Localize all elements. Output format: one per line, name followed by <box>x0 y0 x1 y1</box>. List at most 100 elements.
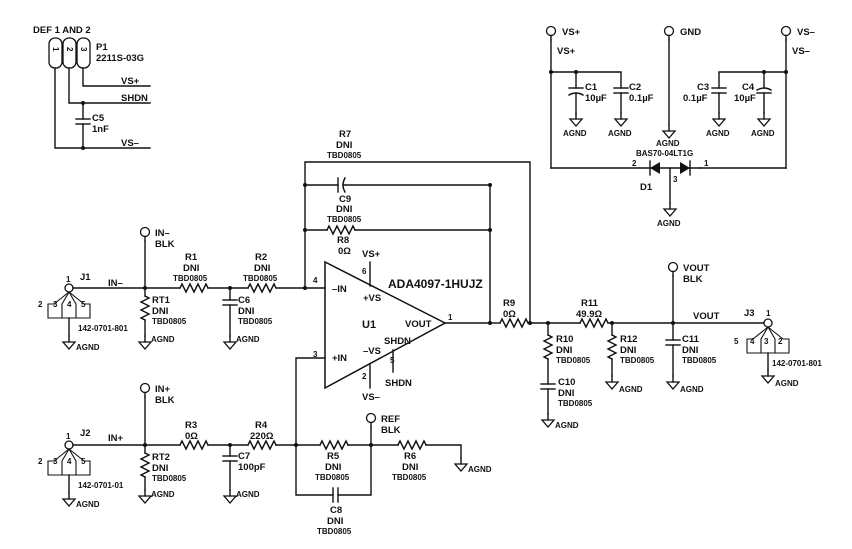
in-minus-blk: BLK <box>155 239 175 250</box>
c4-plate-top <box>756 87 772 91</box>
r4-ref: R4 <box>255 420 268 431</box>
in-minus-test-point <box>139 226 151 242</box>
r3-value: 0Ω <box>185 431 198 442</box>
c5-value: 1nF <box>92 124 109 135</box>
c10-agnd: AGND <box>555 421 579 430</box>
c3-ref: C3 <box>697 82 709 93</box>
r12-ref: R12 <box>620 334 637 345</box>
r3-ref: R3 <box>185 420 197 431</box>
vsp-test-point <box>545 25 557 41</box>
opamp-vsm-label: VS– <box>362 392 380 403</box>
rt2-agnd: AGND <box>151 490 175 499</box>
opamp-triangle <box>324 260 447 390</box>
c11-ref: C11 <box>682 334 700 345</box>
r5-value: DNI <box>325 462 341 473</box>
rt2-ref: RT2 <box>152 452 170 463</box>
r5-ref: R5 <box>327 451 340 462</box>
j1-pin2: 2 <box>38 300 43 309</box>
j2-pin3: 3 <box>53 457 58 466</box>
r6-package: TBD0805 <box>392 473 427 482</box>
j3-connector <box>763 318 773 328</box>
rt1-value: DNI <box>152 306 168 317</box>
r12-value: DNI <box>620 345 636 356</box>
r10-resistor <box>542 334 554 360</box>
r12-agnd: AGND <box>619 385 643 394</box>
c7-ref: C7 <box>238 451 250 462</box>
j2-connector <box>64 440 74 450</box>
rt2-value: DNI <box>152 463 168 474</box>
c8-package: TBD0805 <box>317 527 352 536</box>
vout-tp-label: VOUT <box>683 263 710 274</box>
def-label: DEF 1 AND 2 <box>33 25 91 36</box>
c1-value: 10µF <box>585 93 607 104</box>
junction-dot <box>762 70 766 74</box>
d1-ref: D1 <box>640 182 653 193</box>
r7-value: DNI <box>336 140 352 151</box>
p1-part: 2211S-03G <box>96 53 144 64</box>
c6-agnd: AGND <box>236 335 260 344</box>
r11-resistor <box>579 317 609 329</box>
d1-diode-a <box>650 162 660 174</box>
j2-pin5: 5 <box>81 457 86 466</box>
opamp-shdn-label: SHDN <box>385 378 412 389</box>
c11-value: DNI <box>682 345 698 356</box>
r11-value: 49.9Ω <box>576 309 602 320</box>
in-minus-net: IN– <box>108 278 123 289</box>
gnd-agnd: AGND <box>656 139 680 148</box>
shdn-pin-label: SHDN <box>384 336 411 347</box>
r12-package: TBD0805 <box>620 356 655 365</box>
r1-resistor <box>179 282 209 294</box>
p1-pin3: 3 <box>79 47 88 52</box>
p1-ref: P1 <box>96 42 108 53</box>
r12-resistor <box>606 334 618 360</box>
r9-resistor <box>499 317 529 329</box>
in-plus-test-point <box>139 382 151 398</box>
junction-dot <box>574 70 578 74</box>
c9-value: DNI <box>336 204 352 215</box>
c6-package: TBD0805 <box>238 317 273 326</box>
r3-resistor <box>179 439 209 451</box>
j2-ref: J2 <box>80 428 91 439</box>
r7-package: TBD0805 <box>327 151 362 160</box>
d1-agnd: AGND <box>657 219 681 228</box>
j3-pin5: 5 <box>734 337 739 346</box>
rt1-agnd: AGND <box>151 335 175 344</box>
supply-section: VS+ VS+ GND VS– VS– C1 10µF AGND C2 0.1µ… <box>545 25 815 228</box>
r6-value: DNI <box>402 462 418 473</box>
r2-package: TBD0805 <box>243 274 278 283</box>
p1-vsp-label: VS+ <box>121 76 140 87</box>
pin1: 1 <box>448 313 453 322</box>
vsp-tp-label: VS+ <box>562 27 581 38</box>
p1-vsm-label: VS– <box>121 138 139 149</box>
c8-value: DNI <box>327 516 343 527</box>
opamp-part: ADA4097-1HUJZ <box>388 277 483 291</box>
header-p1: DEF 1 AND 2 P1 2211S-03G 1 2 3 VS+ SHDN … <box>33 25 151 150</box>
r6-agnd: AGND <box>468 465 492 474</box>
rt1-ref: RT1 <box>152 295 171 306</box>
j3-agnd: AGND <box>775 379 799 388</box>
c11-agnd: AGND <box>680 385 704 394</box>
vsm-test-point <box>780 25 792 41</box>
c3-value: 0.1µF <box>683 93 708 104</box>
opamp-ref: U1 <box>362 319 376 331</box>
c1-plate-bottom <box>568 92 584 96</box>
c7-agnd: AGND <box>236 490 260 499</box>
j3-part: 142-0701-801 <box>772 359 822 368</box>
rt2-resistor <box>139 452 151 478</box>
j1-pin3: 3 <box>53 300 58 309</box>
vsm-net-label: VS– <box>792 46 810 57</box>
c7-value: 100pF <box>238 462 266 473</box>
junction-dot <box>303 228 307 232</box>
r5-resistor <box>319 439 349 451</box>
vsm-tp-label: VS– <box>797 27 815 38</box>
c9-package: TBD0805 <box>327 215 362 224</box>
gnd-test-point <box>663 25 675 41</box>
j3-pin2: 2 <box>778 337 783 346</box>
junction-dot <box>528 321 532 325</box>
j2-part: 142-0701-01 <box>78 481 124 490</box>
r8-resistor <box>326 224 356 236</box>
j1-connector <box>64 283 74 293</box>
pin6: 6 <box>362 267 367 276</box>
c2-agnd: AGND <box>608 129 632 138</box>
